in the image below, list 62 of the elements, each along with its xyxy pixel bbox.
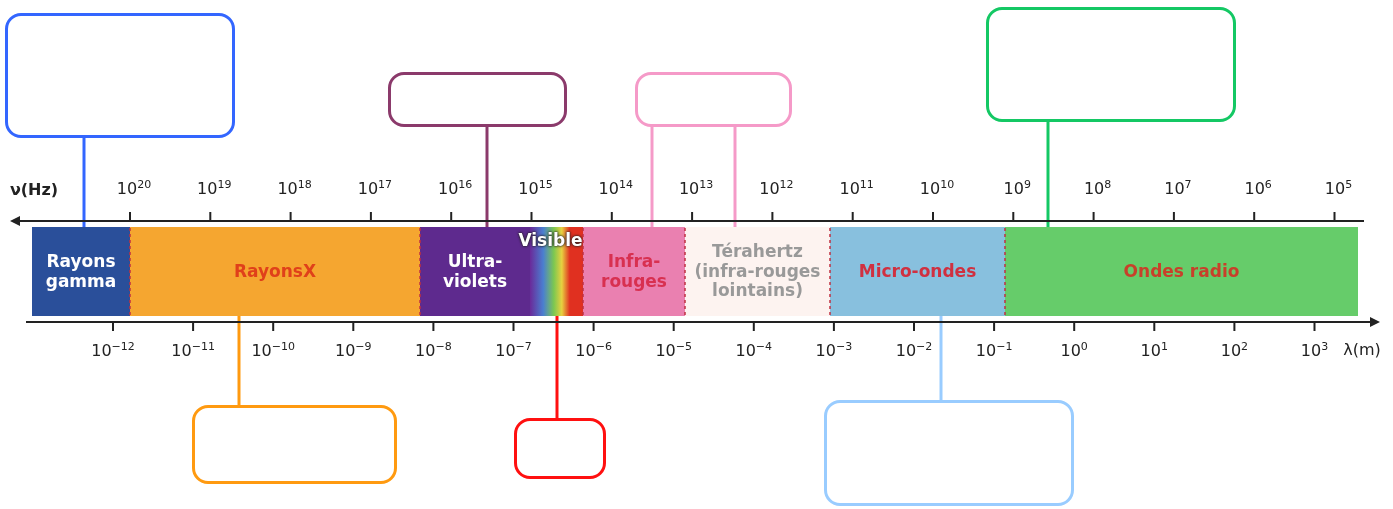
tick-label: 10$^{20}$ bbox=[116, 178, 152, 199]
spectrum-band bbox=[32, 227, 130, 316]
tick-label: 10$^{16}$ bbox=[438, 178, 473, 199]
tick-label: 10$^{2}$ bbox=[1220, 340, 1249, 361]
tick-label: 10$^{7}$ bbox=[1164, 178, 1192, 199]
tick-label: 10$^{−9}$ bbox=[335, 340, 372, 361]
leader-line bbox=[650, 127, 654, 227]
spectrum-band bbox=[583, 227, 685, 316]
tick-label: 10$^{1}$ bbox=[1140, 340, 1168, 361]
tick-label: 10$^{17}$ bbox=[357, 178, 393, 199]
leader-line bbox=[237, 316, 241, 405]
tick-label: 10$^{−6}$ bbox=[575, 340, 612, 361]
leader-line bbox=[82, 138, 86, 227]
axis-label: ν(Hz) bbox=[9, 180, 59, 199]
band-label: Térahertz (infra-rouges lointains) bbox=[693, 242, 822, 301]
tick-label: 10$^{−10}$ bbox=[251, 340, 295, 361]
leader-line bbox=[733, 127, 737, 227]
callout-box bbox=[192, 405, 397, 484]
tick-label: 10$^{9}$ bbox=[1003, 178, 1031, 199]
tick-label: 10$^{19}$ bbox=[197, 178, 232, 199]
callout-box bbox=[388, 72, 567, 127]
tick-label: 10$^{−2}$ bbox=[895, 340, 933, 361]
tick-label: 10$^{−1}$ bbox=[975, 340, 1013, 361]
spectrum-band bbox=[130, 227, 420, 316]
tick-label: 10$^{8}$ bbox=[1083, 178, 1112, 199]
tick-label: 10$^{−5}$ bbox=[655, 340, 692, 361]
tick-label: 10$^{−11}$ bbox=[171, 340, 215, 361]
tick-label: 10$^{3}$ bbox=[1300, 340, 1329, 361]
spectrum-band bbox=[830, 227, 1005, 316]
band-label: Micro-ondes bbox=[858, 261, 977, 282]
callout-box bbox=[986, 7, 1236, 122]
band-label: Ultra-violets bbox=[441, 251, 509, 292]
tick-label: 10$^{5}$ bbox=[1324, 178, 1353, 199]
callout-box bbox=[514, 418, 606, 479]
spectrum-band bbox=[685, 227, 830, 316]
tick-label: 10$^{6}$ bbox=[1244, 178, 1272, 199]
callout-box bbox=[635, 72, 792, 127]
axis-label: λ(m) bbox=[1343, 340, 1381, 359]
band-label: Infra-rouges bbox=[600, 251, 668, 292]
tick-label: 10$^{0}$ bbox=[1060, 340, 1088, 361]
leader-line bbox=[555, 316, 559, 418]
leader-line bbox=[1046, 122, 1050, 227]
tick-label: 10$^{14}$ bbox=[598, 178, 633, 199]
band-label: RayonsX bbox=[233, 261, 317, 282]
tick-label: 10$^{−4}$ bbox=[735, 340, 773, 361]
tick-label: 10$^{11}$ bbox=[839, 178, 874, 199]
spectrum-band bbox=[1005, 227, 1358, 316]
tick-label: 10$^{18}$ bbox=[277, 178, 312, 199]
tick-label: 10$^{−8}$ bbox=[415, 340, 452, 361]
leader-line bbox=[485, 127, 489, 227]
tick-label: 10$^{−12}$ bbox=[91, 340, 135, 361]
band-label: Ondes radio bbox=[1123, 261, 1240, 282]
tick-label: 10$^{10}$ bbox=[919, 178, 955, 199]
band-label: Rayons gamma bbox=[44, 251, 118, 292]
tick-label: 10$^{−3}$ bbox=[815, 340, 853, 361]
callout-box bbox=[824, 400, 1074, 506]
callout-box bbox=[5, 13, 235, 138]
tick-label: 10$^{−7}$ bbox=[495, 340, 532, 361]
tick-label: 10$^{15}$ bbox=[518, 178, 553, 199]
leader-line bbox=[939, 316, 943, 400]
tick-label: 10$^{13}$ bbox=[678, 178, 714, 199]
tick-label: 10$^{12}$ bbox=[759, 178, 794, 199]
